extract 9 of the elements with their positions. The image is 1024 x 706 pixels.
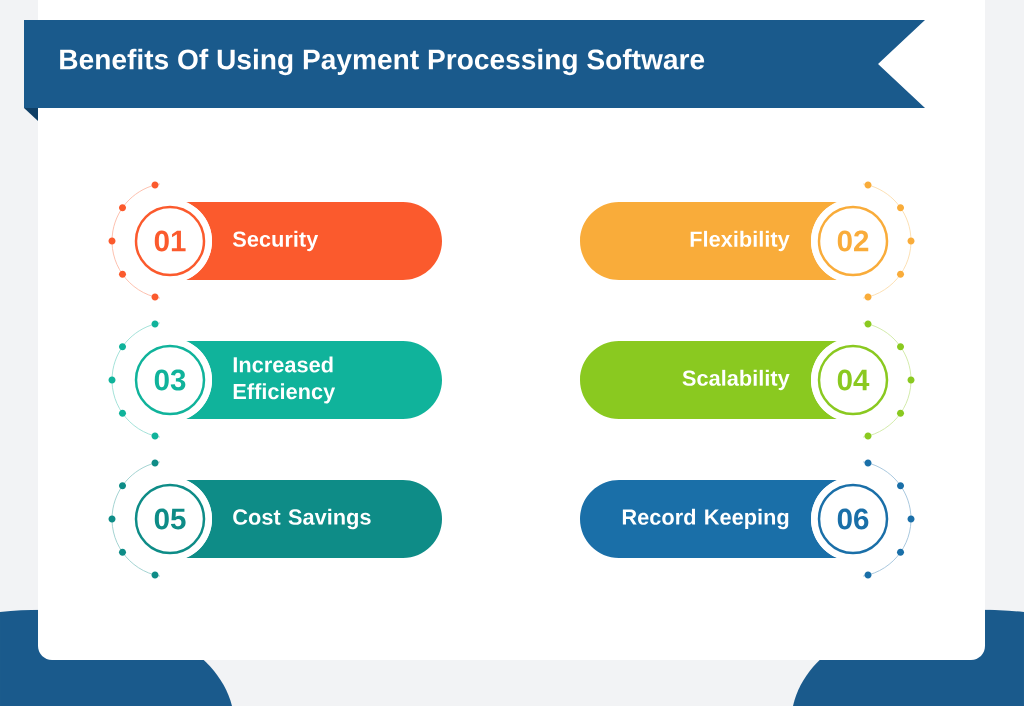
node-label: 03 [154, 369, 186, 391]
label-pill: Security [185, 202, 442, 280]
label-pill: Flexibility [580, 202, 838, 280]
node-label: 04 [837, 369, 870, 391]
node-label: 05 [154, 508, 186, 530]
title-ribbon: Benefits Of Using Payment Processing Software [24, 20, 925, 121]
node-label: 01 [154, 230, 186, 252]
node-label: 02 [837, 230, 869, 252]
node-label: 06 [837, 508, 869, 530]
